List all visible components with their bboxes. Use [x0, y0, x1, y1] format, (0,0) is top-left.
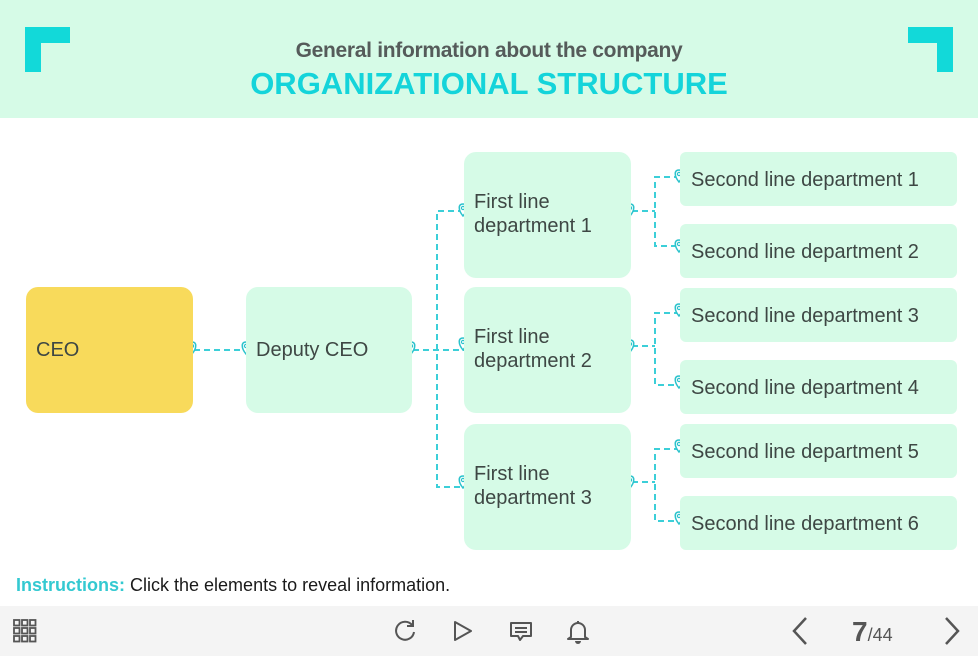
node-second-line-3[interactable]: Second line department 3 — [680, 288, 957, 342]
menu-grid-icon — [13, 619, 37, 643]
node-label-line1: First line — [474, 463, 550, 485]
node-deputy-label: Deputy CEO — [256, 339, 369, 361]
page-title: ORGANIZATIONAL STRUCTURE — [250, 66, 728, 101]
node-label-line1: First line — [474, 191, 550, 213]
corner-bracket-left-icon — [25, 27, 70, 72]
node-label-line2: department 1 — [474, 215, 592, 237]
node-label-line2: department 2 — [474, 350, 592, 372]
replay-icon — [395, 620, 415, 641]
player-toolbar — [0, 606, 978, 656]
prev-slide-button[interactable] — [788, 606, 812, 656]
node-ceo-label: CEO — [36, 339, 80, 361]
node-label: Second line department 5 — [691, 441, 919, 463]
next-slide-button[interactable] — [940, 606, 964, 656]
comment-icon — [510, 622, 532, 641]
connector-deputy-first-trunk — [436, 210, 464, 488]
node-ceo[interactable]: CEO — [26, 287, 193, 413]
prev-icon — [792, 617, 807, 645]
replay-button[interactable] — [392, 606, 418, 656]
page-total: /44 — [867, 625, 893, 645]
instructions: Instructions: Click the elements to reve… — [16, 575, 450, 596]
comment-button[interactable] — [508, 606, 534, 656]
node-label: Second line department 1 — [691, 169, 919, 191]
node-second-line-2[interactable]: Second line department 2 — [680, 224, 957, 278]
node-label-line2: department 3 — [474, 487, 592, 509]
node-label: Second line department 6 — [691, 513, 919, 535]
notifications-button[interactable] — [565, 606, 591, 656]
menu-grid-button[interactable] — [12, 606, 38, 656]
node-second-line-1[interactable]: Second line department 1 — [680, 152, 957, 206]
page-subtitle: General information about the company — [295, 39, 683, 62]
node-second-line-4[interactable]: Second line department 4 — [680, 360, 957, 414]
node-label: Second line department 3 — [691, 305, 919, 327]
page-current: 7 — [852, 616, 868, 647]
node-second-line-5[interactable]: Second line department 5 — [680, 424, 957, 478]
node-second-line-6[interactable]: Second line department 6 — [680, 496, 957, 550]
play-icon — [454, 621, 472, 641]
connector-first3-second — [654, 448, 680, 522]
bell-icon — [567, 621, 589, 644]
corner-bracket-right-icon — [908, 27, 953, 72]
node-label: Second line department 4 — [691, 377, 919, 399]
connector-first1-second — [654, 176, 680, 247]
page-indicator: 7/44 — [852, 616, 893, 648]
next-icon — [945, 617, 960, 645]
instructions-text: Click the elements to reveal information… — [125, 575, 451, 595]
node-label-line1: First line — [474, 326, 550, 348]
node-label: Second line department 2 — [691, 241, 919, 263]
node-deputy-ceo[interactable]: Deputy CEO — [246, 287, 412, 413]
header: General information about the company OR… — [0, 0, 978, 118]
play-button[interactable] — [450, 606, 476, 656]
instructions-label: Instructions: — [16, 575, 126, 595]
connector-first2-second — [654, 312, 680, 386]
